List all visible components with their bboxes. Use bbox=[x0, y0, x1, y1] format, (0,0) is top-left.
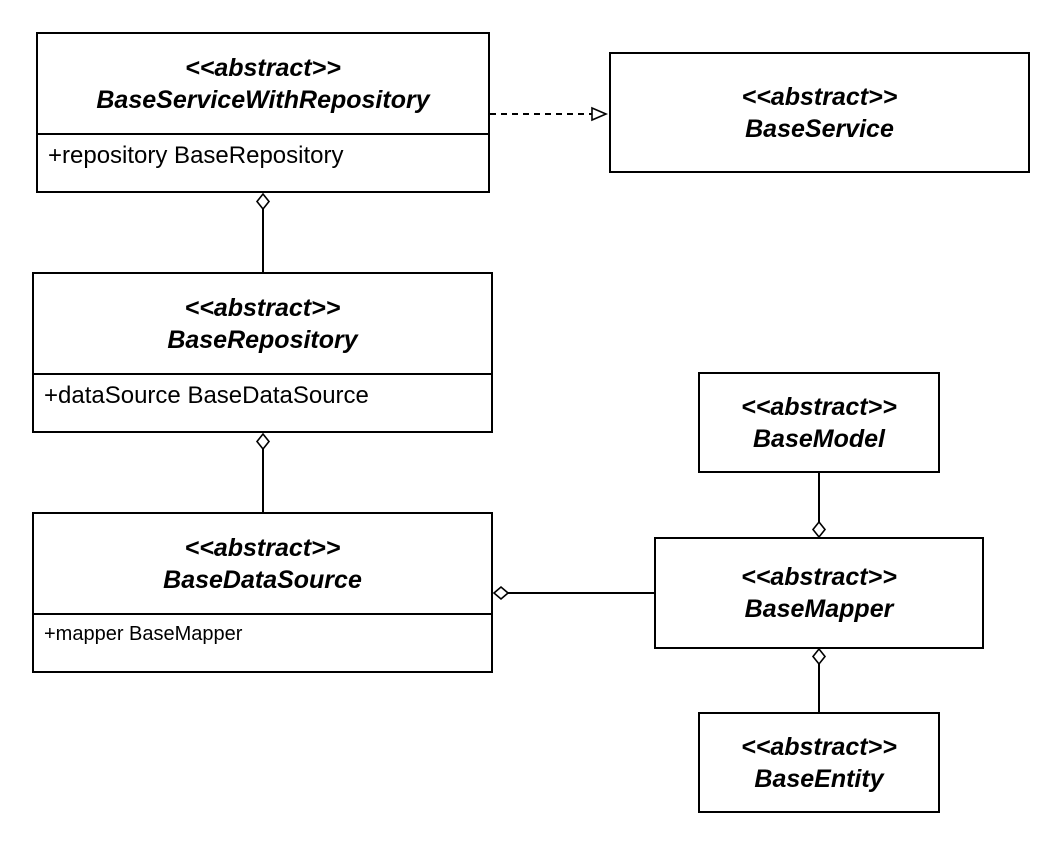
realization-connector bbox=[490, 106, 609, 122]
class-stereotype: <<abstract>> bbox=[741, 563, 897, 591]
aggregation-diamond-icon bbox=[492, 585, 510, 601]
class-attribute: +dataSource BaseDataSource bbox=[44, 382, 369, 409]
aggregation-connector-repository-datasource bbox=[255, 432, 271, 513]
class-header: <<abstract>> BaseModel bbox=[700, 374, 938, 471]
aggregation-connector-service-repository bbox=[255, 192, 271, 273]
class-base-data-source[interactable]: <<abstract>> BaseDataSource +mapper Base… bbox=[32, 512, 493, 673]
class-attributes: +mapper BaseMapper bbox=[34, 613, 491, 649]
class-name: BaseServiceWithRepository bbox=[96, 85, 430, 114]
class-base-model[interactable]: <<abstract>> BaseModel bbox=[698, 372, 940, 473]
class-stereotype: <<abstract>> bbox=[741, 392, 897, 421]
class-attributes: +repository BaseRepository bbox=[38, 133, 488, 173]
class-base-mapper[interactable]: <<abstract>> BaseMapper bbox=[654, 537, 984, 649]
aggregation-diamond-icon bbox=[255, 432, 271, 451]
class-attributes: +dataSource BaseDataSource bbox=[34, 373, 491, 413]
class-header: <<abstract>> BaseService bbox=[611, 54, 1028, 171]
class-header: <<abstract>> BaseDataSource bbox=[34, 514, 491, 613]
class-name: BaseMapper bbox=[744, 595, 894, 623]
class-base-service[interactable]: <<abstract>> BaseService bbox=[609, 52, 1030, 173]
aggregation-diamond-icon bbox=[811, 647, 827, 666]
class-header: <<abstract>> BaseRepository bbox=[34, 274, 491, 373]
class-stereotype: <<abstract>> bbox=[741, 82, 898, 111]
aggregation-diamond-icon bbox=[811, 520, 827, 539]
class-stereotype: <<abstract>> bbox=[741, 732, 897, 761]
aggregation-connector-mapper-entity bbox=[811, 647, 827, 713]
aggregation-diamond-icon bbox=[255, 192, 271, 211]
class-header: <<abstract>> BaseServiceWithRepository bbox=[38, 34, 488, 133]
class-name: BaseService bbox=[745, 114, 894, 143]
class-attribute: +mapper BaseMapper bbox=[44, 623, 243, 645]
class-base-entity[interactable]: <<abstract>> BaseEntity bbox=[698, 712, 940, 813]
class-stereotype: <<abstract>> bbox=[185, 53, 341, 82]
aggregation-connector-datasource-mapper bbox=[492, 585, 656, 601]
class-name: BaseDataSource bbox=[163, 565, 362, 594]
hollow-triangle-arrowhead-icon bbox=[591, 106, 609, 122]
class-stereotype: <<abstract>> bbox=[184, 293, 341, 322]
class-base-repository[interactable]: <<abstract>> BaseRepository +dataSource … bbox=[32, 272, 493, 433]
class-stereotype: <<abstract>> bbox=[184, 533, 341, 562]
class-header: <<abstract>> BaseEntity bbox=[700, 714, 938, 811]
class-name: BaseRepository bbox=[167, 325, 358, 354]
class-name: BaseEntity bbox=[754, 764, 884, 793]
class-name: BaseModel bbox=[753, 424, 885, 453]
class-base-service-with-repository[interactable]: <<abstract>> BaseServiceWithRepository +… bbox=[36, 32, 490, 193]
class-header: <<abstract>> BaseMapper bbox=[656, 539, 982, 647]
class-attribute: +repository BaseRepository bbox=[48, 142, 344, 169]
aggregation-connector-mapper-model bbox=[811, 471, 827, 539]
